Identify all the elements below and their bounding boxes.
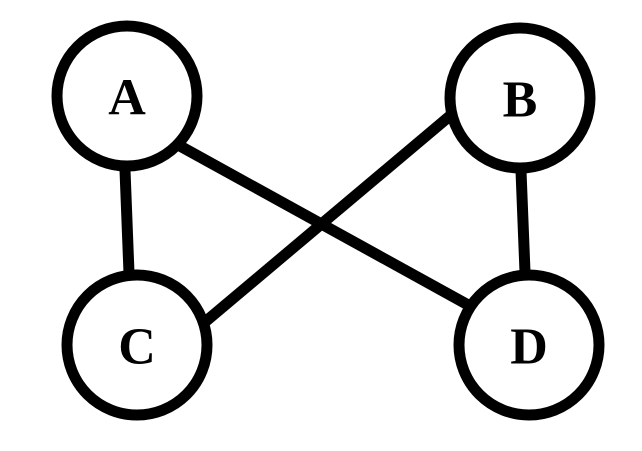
node-b-label: B — [503, 72, 538, 129]
node-b: B — [444, 22, 596, 174]
edge-a-c — [119, 169, 135, 274]
node-d: D — [453, 269, 605, 421]
node-b-circle — [444, 22, 596, 174]
edge-b-c — [201, 110, 455, 327]
node-d-label: D — [510, 319, 548, 376]
nodes: A B C D — [51, 20, 605, 421]
edges — [119, 110, 531, 327]
node-a-label: A — [108, 70, 146, 127]
node-c: C — [61, 269, 213, 421]
node-c-circle — [61, 269, 213, 421]
node-d-circle — [453, 269, 605, 421]
edge-b-d — [515, 170, 531, 273]
node-c-label: C — [118, 319, 156, 376]
node-a: A — [51, 20, 203, 172]
node-a-circle — [51, 20, 203, 172]
